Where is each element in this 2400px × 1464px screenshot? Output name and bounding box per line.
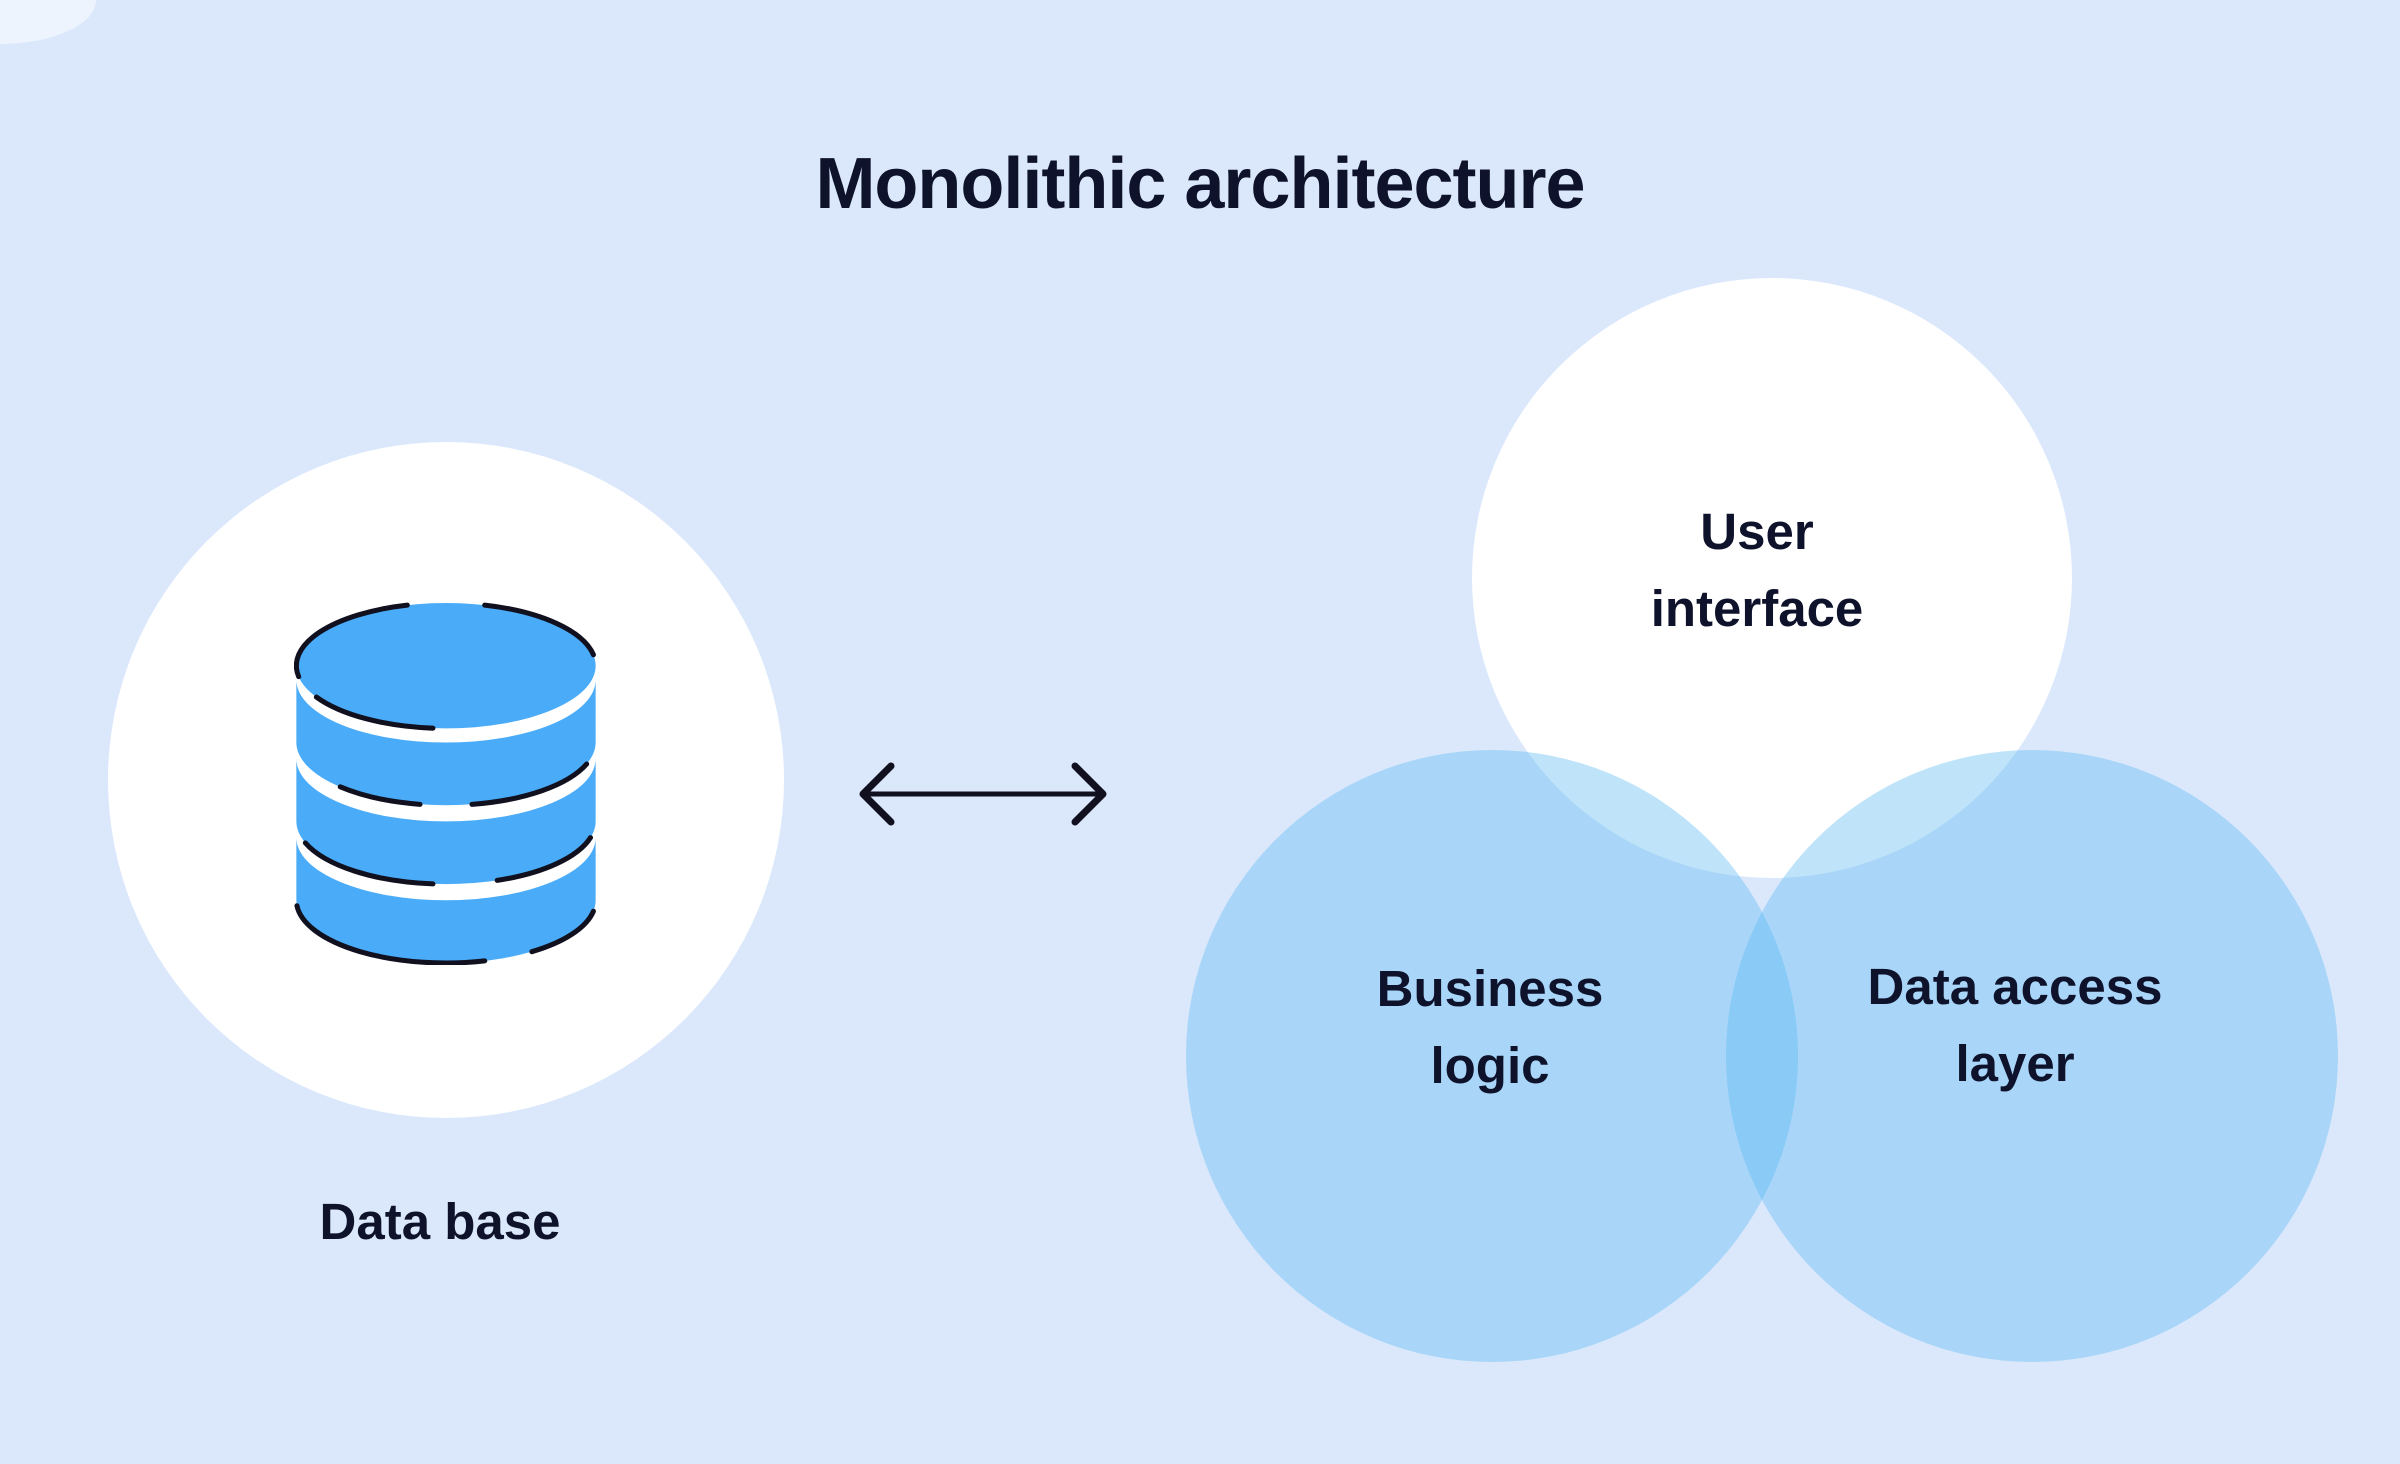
business-logic-label-line2: logic bbox=[1430, 1037, 1550, 1094]
business-logic-label-line1: Business bbox=[1376, 960, 1604, 1017]
page-title: Monolithic architecture bbox=[815, 144, 1585, 225]
double-headed-arrow-icon bbox=[859, 762, 1107, 826]
data-access-layer-label-line1: Data access bbox=[1867, 958, 2163, 1015]
data-access-layer-label-line2: layer bbox=[1955, 1035, 2075, 1092]
corner-artifact bbox=[0, 0, 96, 44]
user-interface-label: User interface bbox=[1507, 493, 2007, 647]
business-logic-label: Business logic bbox=[1240, 950, 1740, 1104]
data-access-layer-circle bbox=[1726, 750, 2338, 1362]
business-logic-circle bbox=[1186, 750, 1798, 1362]
user-interface-label-line2: interface bbox=[1650, 580, 1864, 637]
data-access-layer-label: Data access layer bbox=[1765, 948, 2265, 1102]
database-icon bbox=[294, 602, 596, 965]
database-label: Data base bbox=[319, 1193, 561, 1250]
user-interface-circle bbox=[1472, 278, 2072, 878]
user-interface-label-line1: User bbox=[1700, 503, 1814, 560]
